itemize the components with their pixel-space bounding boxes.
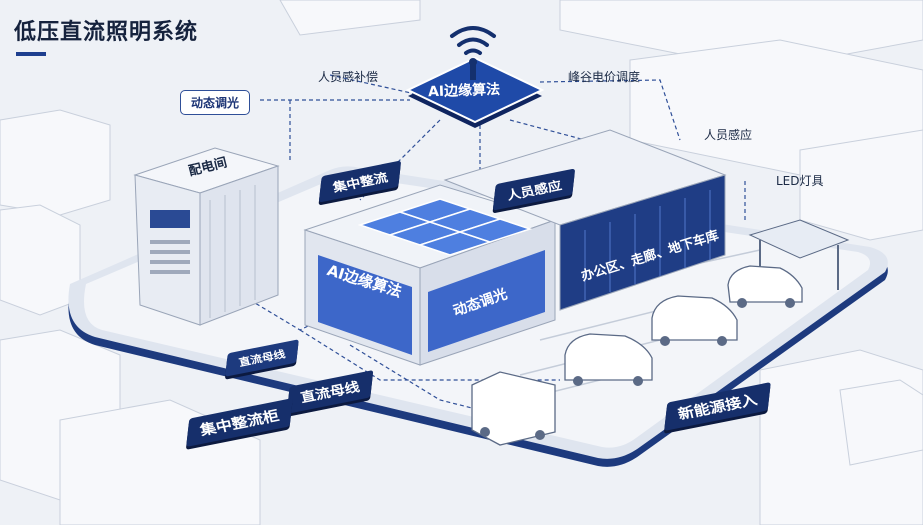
callout-presence-right: 人员感应	[704, 128, 753, 142]
callout-dynamic-dimming: 动态调光	[180, 90, 251, 115]
callout-peak-valley: 峰谷电价调度	[568, 70, 641, 84]
title-underline	[16, 52, 46, 56]
ai-hub	[405, 26, 545, 128]
vehicles	[471, 265, 803, 446]
page-title: 低压直流照明系统	[14, 20, 199, 45]
callout-compensation: 人员感补偿	[318, 70, 379, 84]
hub-label: AI边缘算法	[427, 81, 501, 101]
wifi-icon	[450, 26, 496, 55]
center-building	[303, 184, 557, 366]
distribution-cabinet	[133, 147, 280, 326]
callout-led: LED灯具	[776, 174, 824, 188]
